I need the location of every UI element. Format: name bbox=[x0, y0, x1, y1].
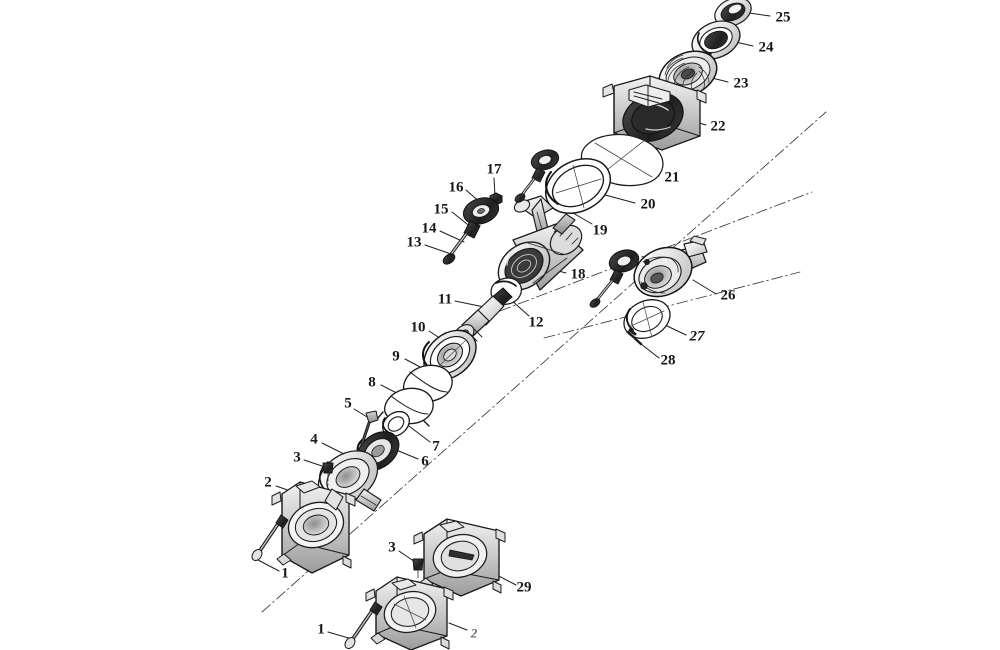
part-14-stud-bolt bbox=[447, 232, 468, 259]
callout-8: 8 bbox=[368, 374, 376, 391]
callout-21: 21 bbox=[664, 169, 680, 186]
callout-17: 17 bbox=[486, 161, 502, 178]
callout-15: 15 bbox=[433, 201, 449, 218]
callout-9: 9 bbox=[392, 348, 400, 365]
part-18-rotor-barrel bbox=[497, 213, 584, 291]
callout-7: 7 bbox=[432, 438, 440, 455]
part-1-mounting-bolt-lower bbox=[344, 601, 383, 650]
callout-26: 26 bbox=[720, 287, 736, 304]
callout-29: 29 bbox=[516, 579, 532, 596]
callout-2-lower: 2 bbox=[470, 625, 478, 641]
roller-stud-twin-upper bbox=[514, 149, 560, 203]
part-2-pump-housing-lower bbox=[365, 576, 454, 650]
callout-28: 28 bbox=[660, 352, 676, 369]
callout-3-upper: 3 bbox=[293, 449, 301, 466]
part-16-roller-wheel bbox=[462, 197, 500, 225]
callout-10: 10 bbox=[410, 319, 426, 336]
part-23-bearing-assembly bbox=[658, 50, 718, 98]
part-20-o-ring-large bbox=[545, 158, 611, 214]
part-5-set-screw bbox=[360, 410, 379, 446]
part-24-retaining-ring bbox=[691, 20, 741, 60]
callout-13: 13 bbox=[406, 234, 422, 251]
callout-3-lower: 3 bbox=[388, 539, 396, 556]
callout-23: 23 bbox=[733, 75, 749, 92]
part-1-mounting-bolt-left bbox=[251, 514, 289, 562]
callout-27: 27 bbox=[689, 328, 705, 345]
callout-18: 18 bbox=[570, 266, 586, 283]
part-15-spacer-bush bbox=[463, 220, 481, 239]
callout-22: 22 bbox=[710, 118, 726, 135]
callout-4: 4 bbox=[310, 431, 318, 448]
callout-16: 16 bbox=[448, 179, 464, 196]
part-28-cotter-pin bbox=[626, 328, 643, 346]
part-22-end-housing-bracket bbox=[595, 75, 707, 165]
callout-1-lower: 1 bbox=[317, 621, 325, 638]
part-27-retaining-washer bbox=[623, 299, 671, 339]
callout-24: 24 bbox=[758, 39, 774, 56]
callout-11: 11 bbox=[437, 291, 453, 308]
part-13-washer bbox=[442, 253, 456, 265]
callout-2-left: 2 bbox=[264, 474, 272, 491]
callout-1-left: 1 bbox=[281, 565, 289, 582]
callout-14: 14 bbox=[421, 220, 437, 237]
part-10-ball-bearing bbox=[422, 329, 477, 381]
callout-20: 20 bbox=[640, 196, 656, 213]
callout-5: 5 bbox=[344, 395, 352, 412]
part-2-pump-housing-left bbox=[271, 480, 356, 574]
callout-12: 12 bbox=[528, 314, 544, 331]
part-4-seal-carrier bbox=[317, 450, 382, 512]
roller-stud-twin-lower bbox=[589, 249, 640, 308]
callout-6: 6 bbox=[421, 453, 429, 470]
callout-25: 25 bbox=[775, 9, 791, 26]
part-25-oil-seal-cap bbox=[714, 0, 752, 27]
part-26-valve-assembly bbox=[633, 235, 708, 298]
callout-19: 19 bbox=[592, 222, 608, 239]
part-7-small-ring bbox=[382, 410, 410, 438]
